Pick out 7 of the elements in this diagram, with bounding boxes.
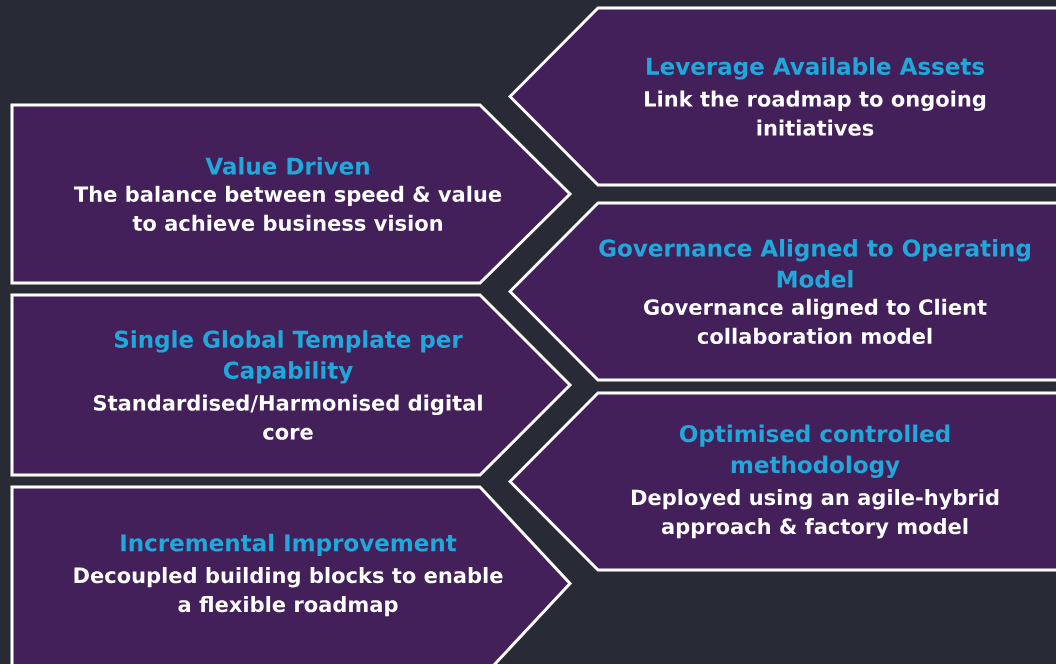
node-label: Deployed using an agile-hybrid approach & factory model: [631, 488, 999, 539]
node-label: Optimised controlled methodology: [679, 424, 950, 478]
node-label: Governance aligned to Client collaboration model: [644, 298, 987, 345]
chevron-box: Single Global Template per Capability Standardised/Harmonised digital core: [10, 293, 573, 477]
node-label: Governance Aligned to Operating Model: [599, 238, 1030, 288]
chevron-box: Incremental Improvement Decoupled building blocks to enable a flexible roadmap: [10, 485, 573, 664]
chevron-box: Value Driven The balance between speed & value to achieve business vision: [10, 103, 573, 285]
